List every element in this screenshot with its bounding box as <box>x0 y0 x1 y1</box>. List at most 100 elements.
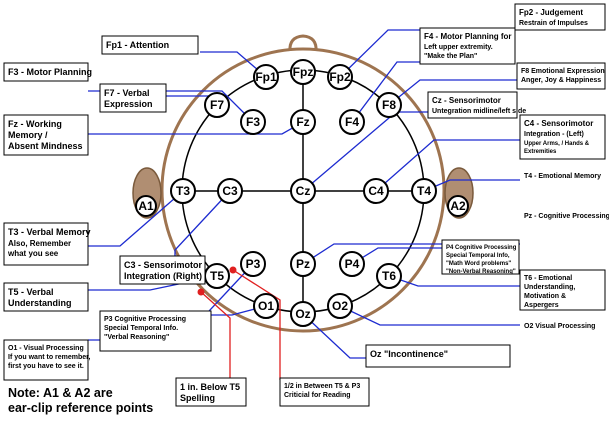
callout-line: Restrain of Impulses <box>519 20 588 27</box>
callout-oz: Oz "Incontinence" <box>365 344 511 368</box>
callout-line: P3 Cognitive Processing <box>104 316 186 323</box>
electrode-label: T5 <box>210 269 224 283</box>
callout-box <box>516 62 606 90</box>
electrode-circle <box>327 64 353 90</box>
connector-line <box>302 111 428 192</box>
callout-line: F3 - Motor Planning <box>8 67 92 77</box>
electrode-t3: T3 <box>170 178 196 204</box>
callout-box <box>520 168 605 184</box>
callout-box <box>441 239 520 275</box>
electrode-c3: C3 <box>217 178 243 204</box>
callout-line: Motivation & <box>524 293 566 300</box>
callout-pz: Pz - Cognitive Processing <box>520 208 609 224</box>
callout-line: "Non-Verbal Reasoning" <box>446 269 516 275</box>
electrode-circle <box>240 251 266 277</box>
electrode-fp1: Fp1 <box>253 64 279 90</box>
callout-line: Pz - Cognitive Processing <box>524 213 609 220</box>
electrode-oz: Oz <box>290 301 316 327</box>
callout-fp1: Fp1 - Attention <box>101 35 199 55</box>
electrode-circle <box>327 293 353 319</box>
callout-line: Integration - (Left) <box>524 131 584 138</box>
electrode-cz: Cz <box>290 178 316 204</box>
electrode-label: C3 <box>222 184 238 198</box>
electrode-c4: C4 <box>363 178 389 204</box>
callout-line: "Make the Plan" <box>424 53 477 60</box>
electrode-o2: O2 <box>327 293 353 319</box>
electrode-circle <box>290 301 316 327</box>
electrode-label: P4 <box>345 257 360 271</box>
electrode-circle <box>339 109 365 135</box>
callout-box <box>99 83 167 113</box>
callout-box <box>279 377 370 407</box>
electrode-fz: Fz <box>290 109 316 135</box>
callout-t4: T4 - Emotional Memory <box>520 168 605 184</box>
electrode-circle <box>411 178 437 204</box>
callout-box <box>3 339 89 381</box>
callout-line: C3 - Sensorimotor <box>124 260 203 270</box>
callout-line: Anger, Joy & Happiness <box>521 77 601 84</box>
electrode-label: T4 <box>417 184 431 198</box>
connector-line <box>88 121 304 135</box>
electrode-circle <box>447 195 469 217</box>
electrode-label: P3 <box>246 257 261 271</box>
callout-line: F4 - Motor Planning for <box>424 32 512 41</box>
electrode-label: Fz <box>296 115 309 129</box>
electrode-fp2: Fp2 <box>327 64 353 90</box>
electrode-label: Fpz <box>293 65 314 79</box>
callout-line: Fp2 - Judgement <box>519 8 583 17</box>
electrode-circle <box>376 92 402 118</box>
electrode-label: Oz <box>295 307 310 321</box>
callout-line: Spelling <box>180 393 215 403</box>
callout-line: 1/2 in Between T5 & P3 <box>284 383 360 390</box>
callout-box <box>119 255 206 285</box>
callout-box <box>3 282 89 312</box>
callout-line: Untegration midline/left side <box>432 108 526 115</box>
electrode-label: A1 <box>138 199 154 213</box>
head-outline <box>160 47 446 333</box>
electrode-label: O2 <box>332 299 348 313</box>
callout-line: Special Temporal Info, <box>446 253 510 259</box>
callout-line: P4 Cognitive Processing <box>446 245 517 251</box>
callout-f3: F3 - Motor Planning <box>3 62 92 82</box>
callout-line: Aspergers <box>524 302 559 309</box>
electrode-circle <box>217 178 243 204</box>
callout-line: Also, Remember <box>8 239 71 248</box>
electrode-label: Fp2 <box>329 70 351 84</box>
electrode-f4: F4 <box>339 109 365 135</box>
electrode-label: F8 <box>382 98 396 112</box>
red-connector-spelling <box>200 291 231 380</box>
electrode-label: F7 <box>210 98 224 112</box>
electrode-p4: P4 <box>339 251 365 277</box>
red-connector-reading <box>232 269 281 380</box>
callout-line: Fp1 - Attention <box>106 40 169 50</box>
callout-box <box>520 318 605 332</box>
electrode-p3: P3 <box>240 251 266 277</box>
callout-line: Understanding, <box>524 284 575 291</box>
electrode-pz: Pz <box>290 251 316 277</box>
callout-line: Left upper extremity. <box>424 44 493 51</box>
ear-clip-note: Note: A1 & A2 are ear-clip reference poi… <box>8 386 153 416</box>
electrode-circle <box>376 263 402 289</box>
electrode-label: Pz <box>296 257 310 271</box>
callout-line: Upper Arms, / Hands & <box>524 141 590 147</box>
electrode-circle <box>240 109 266 135</box>
callout-line: Criticial for Reading <box>284 392 351 399</box>
callout-box <box>514 3 606 31</box>
callout-line: T6 - Emotional <box>524 275 572 282</box>
electrode-circle <box>363 178 389 204</box>
electrode-circle <box>170 178 196 204</box>
callout-box <box>427 91 518 119</box>
callout-line: O2 Visual Processing <box>524 323 595 330</box>
electrode-label: F3 <box>246 115 260 129</box>
nose-outline <box>288 34 318 52</box>
red-marker-below-t5 <box>197 288 205 296</box>
